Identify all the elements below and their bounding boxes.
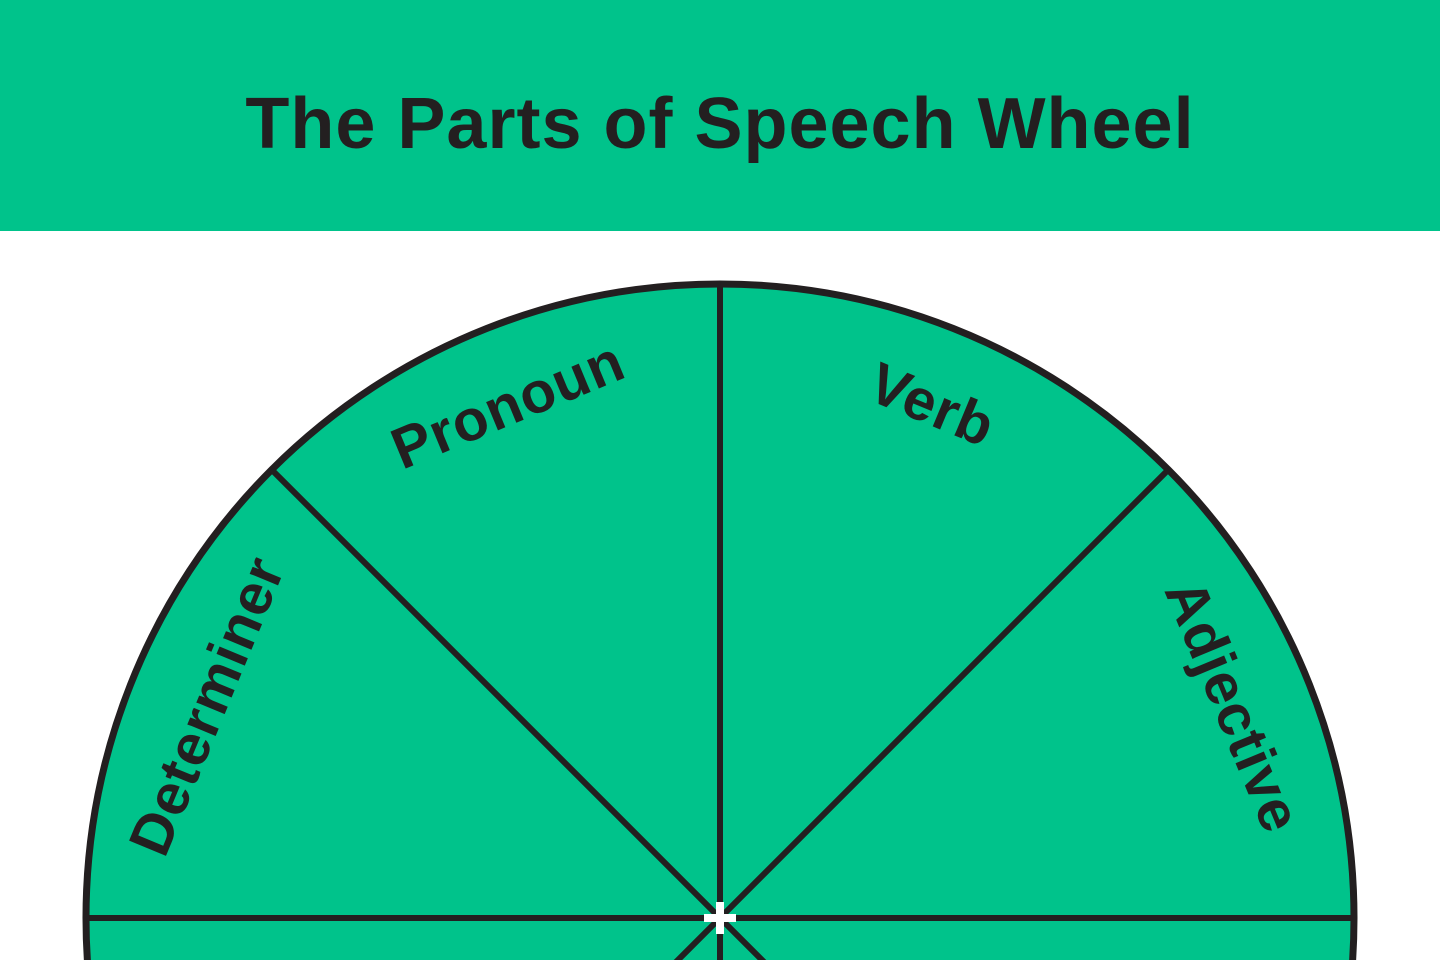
header-banner: The Parts of Speech Wheel xyxy=(0,0,1440,231)
plus-icon xyxy=(704,902,736,934)
page-title: The Parts of Speech Wheel xyxy=(245,84,1195,164)
